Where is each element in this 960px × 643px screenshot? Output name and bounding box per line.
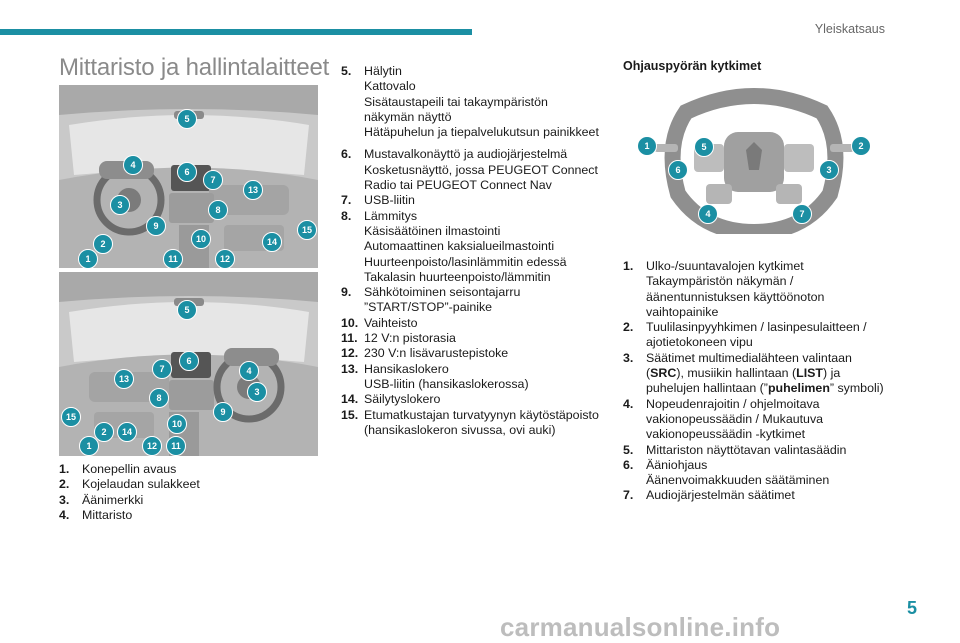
callout-3: 3 xyxy=(247,382,267,402)
list-item: 2.Tuulilasinpyyhkimen / lasinpesulaittee… xyxy=(623,320,867,350)
callout-15: 15 xyxy=(61,407,81,427)
callout-1: 1 xyxy=(79,436,99,456)
legend-list-right: 1. Ulko-/suuntavalojen kytkimet Takaympä… xyxy=(623,259,893,504)
list-item: 15.Etumatkustajan turvatyynyn käytöstäpo… xyxy=(341,407,599,437)
callout-3: 3 xyxy=(819,160,839,180)
callout-10: 10 xyxy=(191,229,211,249)
callout-1: 1 xyxy=(637,136,657,156)
callout-8: 8 xyxy=(149,388,169,408)
callout-6: 6 xyxy=(668,160,688,180)
callout-3: 3 xyxy=(110,195,130,215)
callout-9: 9 xyxy=(146,216,166,236)
callout-2: 2 xyxy=(851,136,871,156)
list-item: 12.230 V:n lisävarustepistoke xyxy=(341,346,509,361)
steering-wheel-drawing xyxy=(654,88,854,241)
callout-4: 4 xyxy=(123,155,143,175)
callout-11: 11 xyxy=(166,436,186,456)
callout-12: 12 xyxy=(142,436,162,456)
list-item: 1. Ulko-/suuntavalojen kytkimet Takaympä… xyxy=(623,259,825,319)
legend-list-left: 1.Konepellin avaus 2.Kojelaudan sulakkee… xyxy=(59,462,319,523)
legend-list-middle: 5. Hälytin Kattovalo Sisätaustapeili tai… xyxy=(341,64,601,438)
list-item: 7.Audiojärjestelmän säätimet xyxy=(623,488,795,503)
list-item: 6. Mustavalkonäyttö ja audiojärjestelmä … xyxy=(341,147,598,193)
callout-5: 5 xyxy=(177,300,197,320)
callout-1: 1 xyxy=(78,249,98,269)
list-item: 3. Säätimet multimedialähteen valintaan … xyxy=(623,350,884,396)
list-item: 10.Vaihteisto xyxy=(341,315,418,330)
callout-11: 11 xyxy=(163,249,183,269)
list-item: 3.Äänimerkki xyxy=(59,492,144,507)
steering-wheel-illustration: 1 2 3 4 5 6 7 xyxy=(634,84,874,241)
callout-5: 5 xyxy=(177,109,197,129)
list-item: 13. Hansikaslokero USB-liitin (hansikasl… xyxy=(341,361,529,391)
callout-13: 13 xyxy=(243,180,263,200)
section-label: Yleiskatsaus xyxy=(814,22,885,36)
list-item: 4.Nopeudenrajoitin / ohjelmoitava vakion… xyxy=(623,396,824,442)
list-item: 8. Lämmitys Käsisäätöinen ilmastointi Au… xyxy=(341,208,567,284)
list-item: 14.Säilytyslokero xyxy=(341,392,441,407)
page-number: 5 xyxy=(906,598,917,618)
list-item: 1.Konepellin avaus xyxy=(59,462,177,476)
callout-6: 6 xyxy=(177,162,197,182)
list-item: 9. Sähkötoiminen seisontajarru ”START/ST… xyxy=(341,285,521,315)
list-item: 7.USB-liitin xyxy=(341,193,415,208)
watermark: carmanualsonline.info xyxy=(500,612,781,642)
callout-5: 5 xyxy=(694,137,714,157)
callout-12: 12 xyxy=(215,249,235,269)
callout-15: 15 xyxy=(297,220,317,240)
list-item: 5. Hälytin Kattovalo Sisätaustapeili tai… xyxy=(341,64,599,140)
callout-4: 4 xyxy=(698,204,718,224)
callout-7: 7 xyxy=(152,359,172,379)
list-item: 6. Ääniohjaus Äänenvoimakkuuden säätämin… xyxy=(623,457,830,488)
callout-9: 9 xyxy=(213,402,233,422)
list-item: 5.Mittariston näyttötavan valintasäädin xyxy=(623,442,847,457)
header-accent-bar xyxy=(0,29,472,35)
callout-14: 14 xyxy=(262,232,282,252)
callout-6: 6 xyxy=(179,351,199,371)
callout-10: 10 xyxy=(167,414,187,434)
callout-7: 7 xyxy=(792,204,812,224)
list-item: 4.Mittaristo xyxy=(59,507,133,522)
callout-8: 8 xyxy=(208,200,228,220)
list-item: 2.Kojelaudan sulakkeet xyxy=(59,477,200,492)
callout-4: 4 xyxy=(239,361,259,381)
callout-14: 14 xyxy=(117,422,137,442)
steering-heading: Ohjauspyörän kytkimet xyxy=(623,59,762,73)
callout-2: 2 xyxy=(94,422,114,442)
callout-7: 7 xyxy=(203,170,223,190)
list-item: 11.12 V:n pistorasia xyxy=(341,331,456,346)
callout-13: 13 xyxy=(114,369,134,389)
page-title: Mittaristo ja hallintalaitteet xyxy=(59,54,330,81)
callout-2: 2 xyxy=(93,234,113,254)
